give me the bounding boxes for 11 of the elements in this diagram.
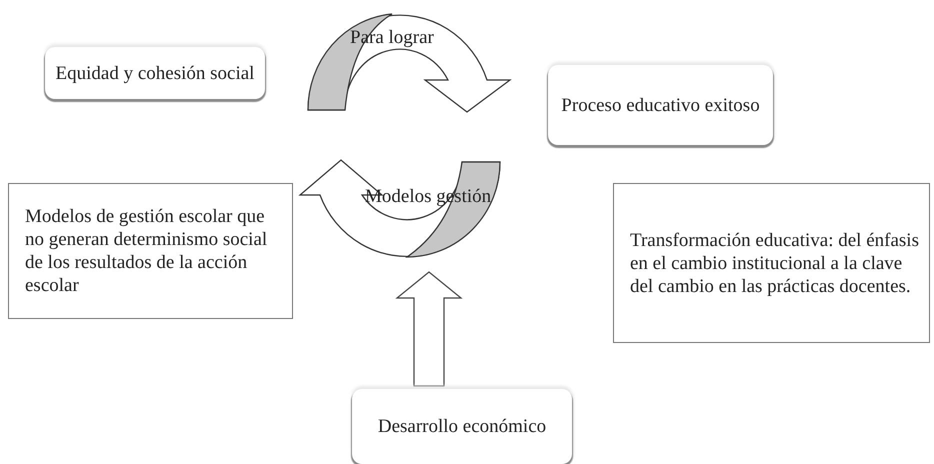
rounded-box	[352, 389, 572, 464]
box-text: Proceso educativo exitoso	[561, 94, 760, 116]
box-text: Transformación educativa: del énfasis en el cambio institucional a la clave del cambio en las prácticas docentes.	[630, 228, 919, 298]
block-arrow	[395, 271, 463, 387]
rounded-box	[45, 47, 265, 99]
box-text: Desarrollo económico	[378, 415, 546, 438]
rounded-box	[548, 65, 773, 145]
text-box	[8, 183, 293, 319]
box-text: Equidad y cohesión social	[56, 62, 254, 84]
text-box	[613, 183, 930, 343]
box-text: Modelos de gestión escolar que no generan determinismo social de los resultados de la acción escolar	[25, 205, 268, 297]
